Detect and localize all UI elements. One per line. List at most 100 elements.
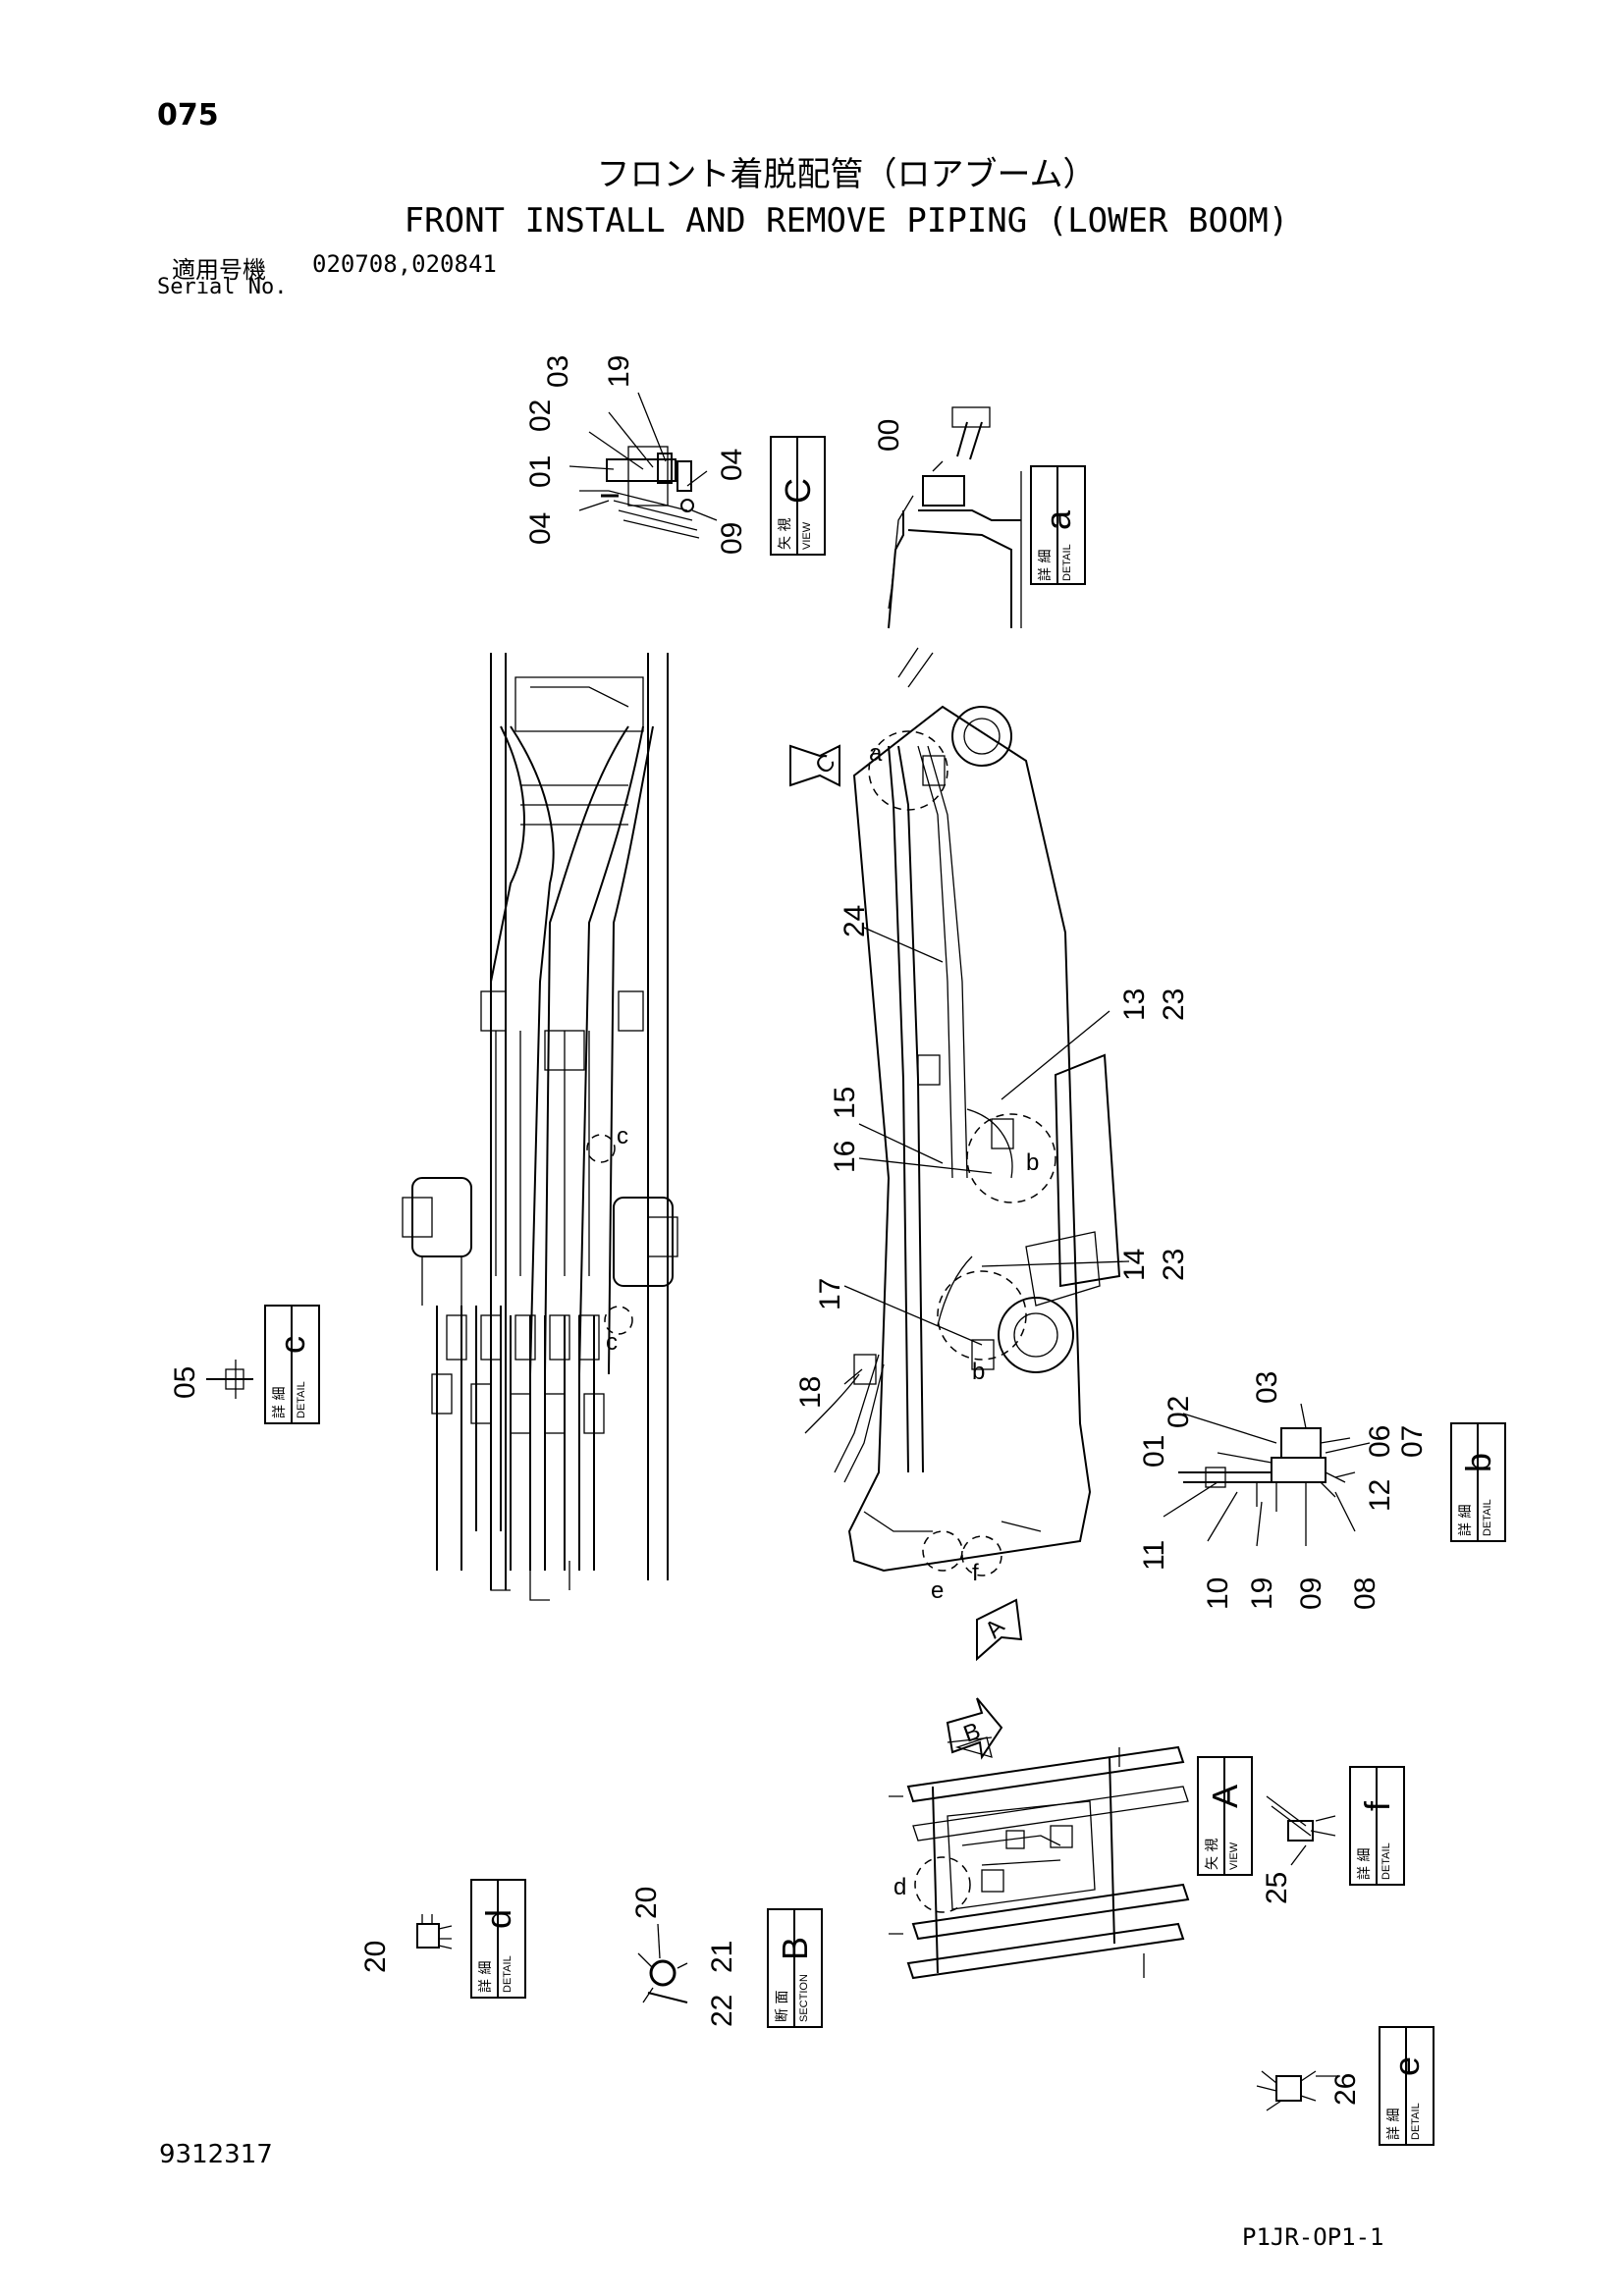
plan-view-illustration: c c bbox=[402, 653, 678, 1601]
view-c-part-04-left: 04 bbox=[524, 512, 557, 545]
detail-c-illustration bbox=[206, 1360, 253, 1399]
detail-d-part-20: 20 bbox=[359, 1941, 392, 1973]
section-b-jp-label: 断 面 bbox=[775, 1991, 790, 2022]
main-part-24: 24 bbox=[839, 905, 871, 937]
view-c-group: 03 19 02 01 04 04 09 C 矢 視 VIEW bbox=[524, 355, 826, 556]
view-a-illustration bbox=[889, 1736, 1190, 1980]
main-part-23-upper: 23 bbox=[1158, 988, 1190, 1021]
detail-e-en-label: DETAIL bbox=[1410, 2103, 1422, 2140]
detail-e-illustration bbox=[1256, 2070, 1340, 2111]
main-part-18: 18 bbox=[794, 1376, 827, 1409]
view-c-part-19: 19 bbox=[603, 355, 635, 388]
main-part-15: 15 bbox=[829, 1087, 861, 1119]
detail-b-part-19: 19 bbox=[1246, 1577, 1278, 1610]
detail-c-group: 05 c 詳 細 DETAIL bbox=[169, 1305, 320, 1424]
view-a-jp-label: 矢 視 bbox=[1205, 1839, 1220, 1870]
view-c-part-09: 09 bbox=[716, 522, 748, 555]
title-japanese: フロント着脱配管（ロアブーム） bbox=[596, 155, 1097, 194]
section-b-part-20: 20 bbox=[630, 1887, 663, 1919]
section-b-letter: B bbox=[775, 1937, 815, 1960]
serial-values: 020708,020841 bbox=[312, 250, 497, 278]
arrow-a-letter: A bbox=[980, 1614, 1009, 1643]
detail-b-part-12: 12 bbox=[1364, 1479, 1396, 1512]
main-ref-a: a bbox=[869, 740, 883, 767]
serial-label-japanese: 適用号機 bbox=[172, 256, 266, 284]
detail-c-letter: c bbox=[272, 1336, 312, 1354]
view-a-letter: A bbox=[1205, 1785, 1245, 1808]
view-c-part-04-right: 04 bbox=[716, 449, 748, 481]
main-ref-b-lower: b bbox=[972, 1359, 985, 1385]
detail-d-en-label: DETAIL bbox=[502, 1955, 514, 1993]
detail-a-illustration bbox=[888, 406, 1022, 629]
detail-c-box: c 詳 細 DETAIL bbox=[264, 1305, 320, 1424]
view-c-illustration bbox=[568, 392, 718, 539]
detail-d-box: d 詳 細 DETAIL bbox=[470, 1879, 526, 1999]
view-c-letter: C bbox=[778, 478, 818, 504]
section-b-part-22: 22 bbox=[706, 1995, 738, 2027]
detail-b-letter: b bbox=[1458, 1453, 1498, 1472]
document-number: 9312317 bbox=[159, 2140, 273, 2169]
main-ref-b-upper: b bbox=[1026, 1149, 1039, 1176]
detail-b-en-label: DETAIL bbox=[1482, 1499, 1493, 1536]
main-ref-e: e bbox=[931, 1577, 944, 1604]
detail-b-part-02: 02 bbox=[1163, 1396, 1195, 1428]
detail-b-part-03: 03 bbox=[1251, 1371, 1283, 1404]
detail-d-letter: d bbox=[478, 1909, 518, 1929]
plan-ref-c-upper: c bbox=[617, 1123, 628, 1149]
plan-ref-c-lower: c bbox=[606, 1329, 618, 1356]
page-number: 075 bbox=[157, 98, 219, 133]
section-b-group: 20 21 22 B 断 面 SECTION bbox=[630, 1887, 823, 2028]
detail-b-part-06: 06 bbox=[1364, 1425, 1396, 1458]
view-a-group: B d A 矢 視 VIEW bbox=[889, 1697, 1253, 1980]
detail-a-en-label: DETAIL bbox=[1061, 544, 1073, 581]
view-c-part-03: 03 bbox=[542, 355, 574, 388]
view-c-box: C 矢 視 VIEW bbox=[770, 436, 826, 556]
main-part-17: 17 bbox=[814, 1278, 846, 1310]
detail-e-box: e 詳 細 DETAIL bbox=[1379, 2026, 1435, 2146]
main-part-13: 13 bbox=[1118, 988, 1151, 1021]
detail-e-letter: e bbox=[1386, 2056, 1427, 2076]
detail-d-illustration bbox=[416, 1914, 453, 1949]
detail-c-part-05: 05 bbox=[169, 1366, 201, 1399]
view-c-part-01: 01 bbox=[524, 455, 557, 488]
detail-c-en-label: DETAIL bbox=[296, 1381, 307, 1418]
detail-a-group: 00 a 詳 細 DETAIL bbox=[873, 406, 1086, 629]
detail-b-box: b 詳 細 DETAIL bbox=[1450, 1422, 1506, 1542]
detail-f-box: f 詳 細 DETAIL bbox=[1349, 1766, 1405, 1886]
arrow-c-shape bbox=[789, 744, 840, 787]
sheet-code: P1JR-OP1-1 bbox=[1242, 2223, 1384, 2251]
detail-e-part-26: 26 bbox=[1329, 2073, 1362, 2106]
detail-a-letter: a bbox=[1038, 509, 1078, 530]
detail-d-jp-label: 詳 細 bbox=[478, 1961, 494, 1993]
arrow-b-letter: B bbox=[960, 1718, 984, 1748]
detail-f-en-label: DETAIL bbox=[1380, 1842, 1392, 1880]
view-a-box: A 矢 視 VIEW bbox=[1197, 1756, 1253, 1876]
detail-e-group: 26 e 詳 細 DETAIL bbox=[1256, 2026, 1435, 2146]
main-part-14: 14 bbox=[1118, 1249, 1151, 1281]
detail-b-part-11: 11 bbox=[1138, 1540, 1170, 1571]
detail-f-group: 25 f 詳 細 DETAIL bbox=[1261, 1766, 1405, 1904]
detail-a-part-00: 00 bbox=[873, 419, 905, 452]
view-c-part-02: 02 bbox=[524, 400, 557, 432]
detail-f-illustration bbox=[1266, 1795, 1336, 1866]
section-b-en-label: SECTION bbox=[798, 1974, 810, 2022]
section-b-box: B 断 面 SECTION bbox=[767, 1908, 823, 2028]
title-english: FRONT INSTALL AND REMOVE PIPING (LOWER B… bbox=[404, 201, 1289, 240]
section-b-part-21: 21 bbox=[706, 1941, 738, 1973]
main-part-23-lower: 23 bbox=[1158, 1249, 1190, 1281]
view-a-ref-d: d bbox=[893, 1874, 906, 1900]
view-c-jp-label: 矢 視 bbox=[778, 518, 793, 550]
arrow-b-shape bbox=[946, 1697, 1003, 1760]
detail-b-part-10: 10 bbox=[1202, 1577, 1234, 1610]
detail-e-jp-label: 詳 細 bbox=[1386, 2109, 1402, 2140]
serial-label-english: Serial No. bbox=[157, 275, 288, 299]
view-a-en-label: VIEW bbox=[1228, 1842, 1240, 1870]
detail-a-jp-label: 詳 細 bbox=[1038, 550, 1054, 581]
detail-c-jp-label: 詳 細 bbox=[272, 1387, 288, 1418]
detail-b-group: 02 03 01 06 07 12 11 10 19 09 08 b 詳 細 D… bbox=[1138, 1371, 1506, 1610]
detail-f-letter: f bbox=[1357, 1800, 1397, 1811]
detail-f-jp-label: 詳 細 bbox=[1357, 1848, 1373, 1880]
detail-b-part-07: 07 bbox=[1396, 1425, 1429, 1458]
detail-b-part-01: 01 bbox=[1138, 1435, 1170, 1468]
